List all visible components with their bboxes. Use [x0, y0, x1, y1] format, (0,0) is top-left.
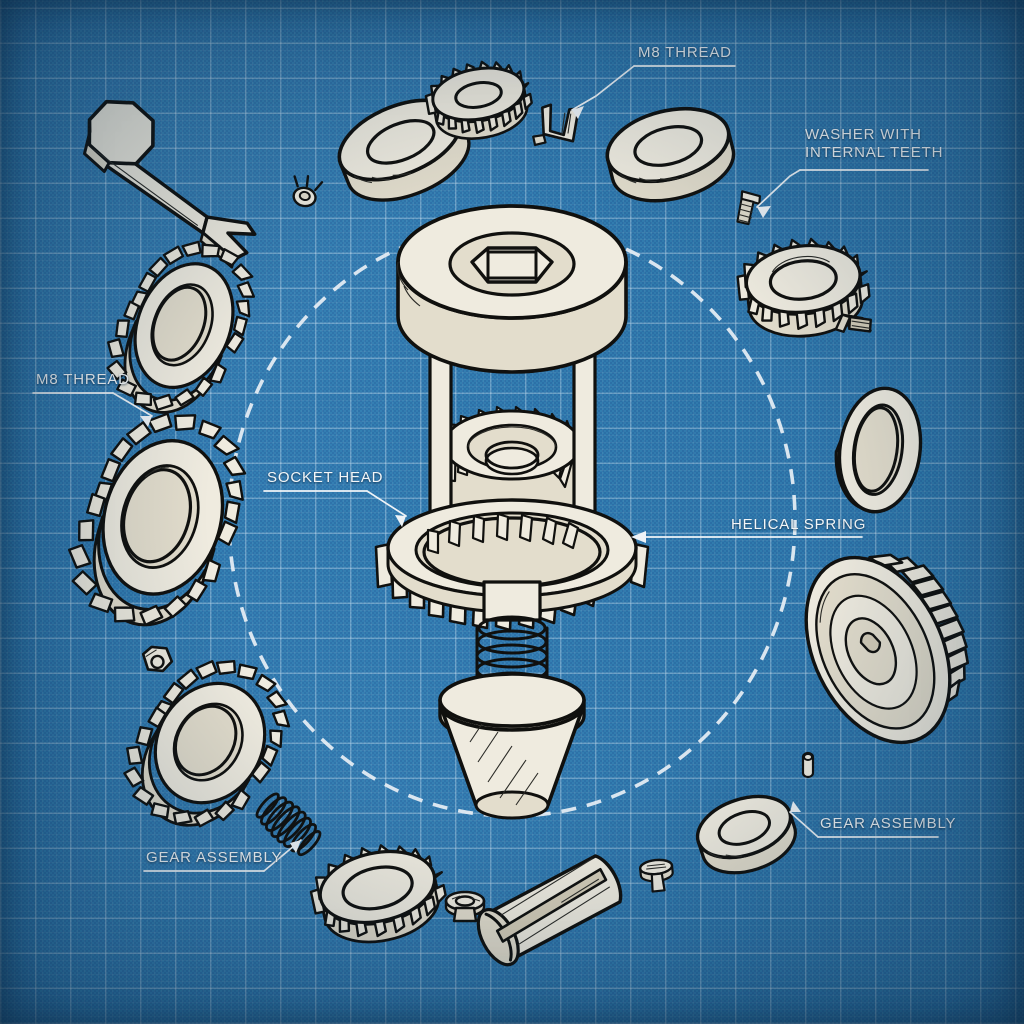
- callout-gear-assembly-left: GEAR ASSEMBLY: [146, 849, 283, 866]
- leader-washer-internal-teeth: [756, 169, 929, 218]
- leader-m8-thread-left: [32, 392, 153, 427]
- leader-socket-head: [263, 490, 407, 527]
- callout-washer-internal-teeth: WASHER WITH INTERNAL TEETH: [805, 126, 944, 162]
- callout-gear-assembly-right: GEAR ASSEMBLY: [820, 815, 957, 832]
- callout-m8-thread-left: M8 THREAD: [36, 371, 130, 388]
- callout-helical-spring: HELICAL SPRING: [731, 516, 867, 533]
- callout-m8-thread-top: M8 THREAD: [638, 44, 732, 61]
- leader-m8-thread-top: [571, 65, 736, 119]
- callout-socket-head: SOCKET HEAD: [267, 469, 384, 486]
